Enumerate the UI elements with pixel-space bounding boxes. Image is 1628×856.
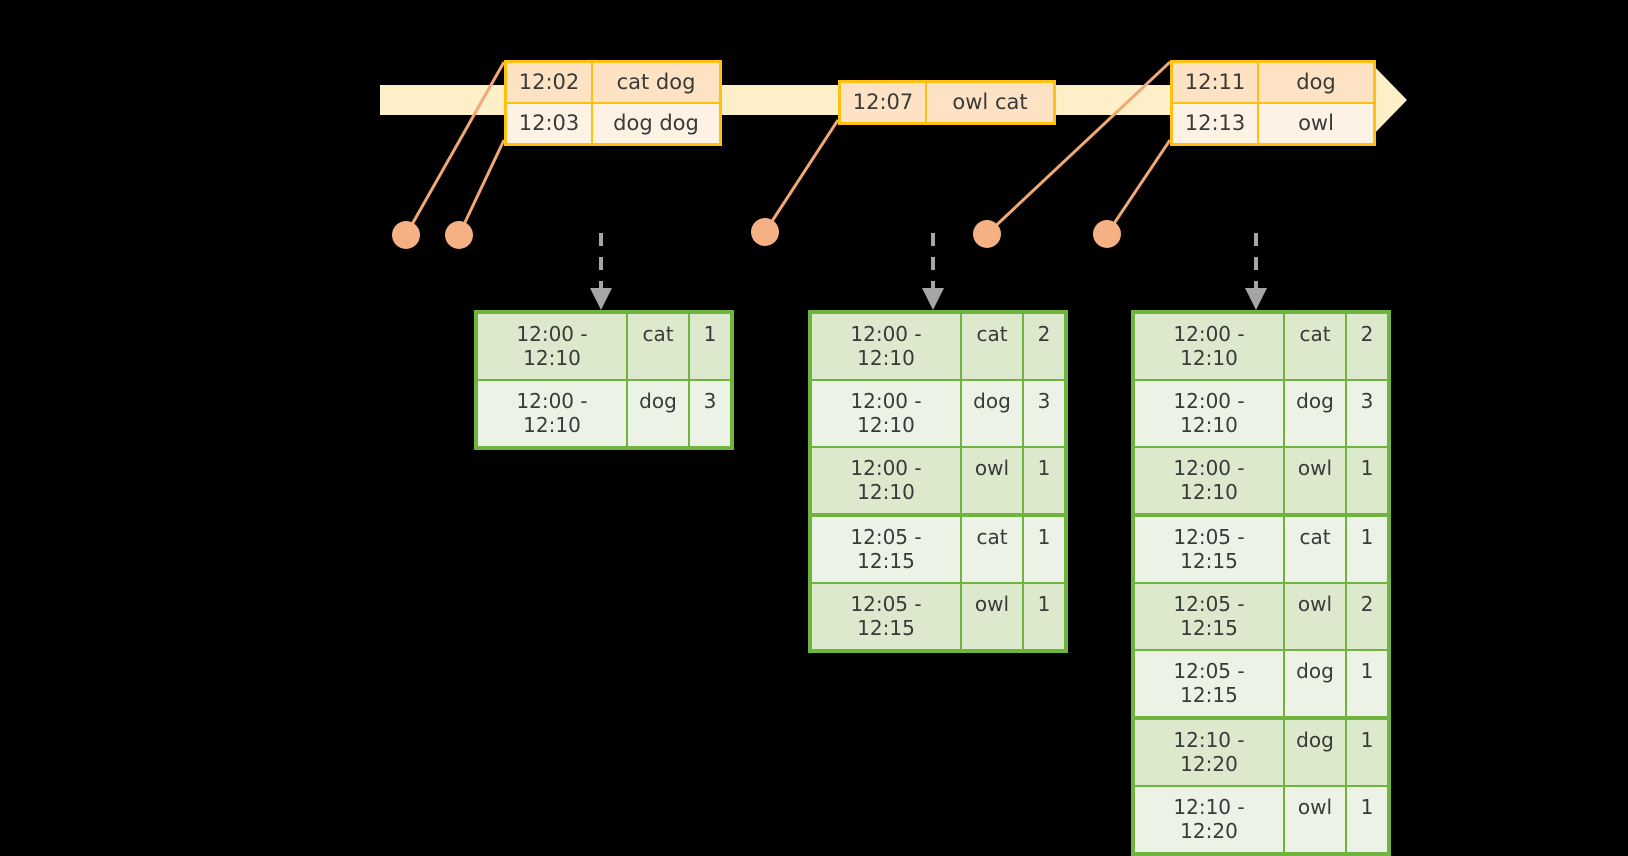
event-time: 12:03 — [507, 104, 591, 143]
connector-dot-1 — [392, 221, 420, 249]
emit-arrow-head-3 — [1245, 288, 1267, 310]
key-cell: dog — [1283, 720, 1345, 785]
window-cell: 12:00 - 12:10 — [1135, 381, 1283, 446]
event-words: cat dog — [591, 63, 719, 102]
event-time: 12:07 — [841, 83, 925, 122]
count-cell: 1 — [1022, 584, 1064, 649]
count-cell: 1 — [1022, 448, 1064, 513]
connector-dot-5 — [1093, 220, 1121, 248]
window-cell: 12:05 - 12:15 — [1135, 584, 1283, 649]
window-cell: 12:05 - 12:15 — [812, 584, 960, 649]
connector-line-3 — [763, 119, 840, 233]
connector-dot-4 — [973, 220, 1001, 248]
key-cell: owl — [1283, 787, 1345, 852]
count-cell: 1 — [1345, 651, 1387, 716]
connector-line-2 — [457, 139, 506, 236]
window-cell: 12:00 - 12:10 — [1135, 448, 1283, 513]
key-cell: owl — [1283, 584, 1345, 649]
emit-arrow-head-2 — [922, 288, 944, 310]
window-cell: 12:00 - 12:10 — [812, 381, 960, 446]
key-cell: dog — [1283, 381, 1345, 446]
count-cell: 1 — [1022, 517, 1064, 582]
window-cell: 12:00 - 12:10 — [478, 381, 626, 446]
key-cell: owl — [960, 584, 1022, 649]
window-cell: 12:00 - 12:10 — [812, 314, 960, 379]
count-cell: 1 — [1345, 448, 1387, 513]
window-cell: 12:00 - 12:10 — [1135, 314, 1283, 379]
window-cell: 12:05 - 12:15 — [1135, 651, 1283, 716]
emit-arrow-head-1 — [590, 288, 612, 310]
event-words: dog — [1257, 63, 1373, 102]
count-cell: 3 — [688, 381, 730, 446]
key-cell: cat — [960, 314, 1022, 379]
connector-line-1 — [404, 61, 506, 236]
window-cell: 12:00 - 12:10 — [812, 448, 960, 513]
event-words: dog dog — [591, 104, 719, 143]
window-cell: 12:10 - 12:20 — [1135, 720, 1283, 785]
count-cell: 1 — [1345, 787, 1387, 852]
key-cell: dog — [960, 381, 1022, 446]
window-cell: 12:05 - 12:15 — [812, 517, 960, 582]
key-cell: cat — [1283, 314, 1345, 379]
key-cell: cat — [960, 517, 1022, 582]
event-words: owl — [1257, 104, 1373, 143]
window-cell: 12:05 - 12:15 — [1135, 517, 1283, 582]
count-cell: 2 — [1022, 314, 1064, 379]
count-cell: 2 — [1345, 584, 1387, 649]
key-cell: cat — [1283, 517, 1345, 582]
key-cell: dog — [626, 381, 688, 446]
event-time: 12:13 — [1173, 104, 1257, 143]
connector-line-5 — [1105, 139, 1172, 235]
count-cell: 3 — [1345, 381, 1387, 446]
event-words: owl cat — [925, 83, 1053, 122]
connector-dot-3 — [751, 218, 779, 246]
key-cell: cat — [626, 314, 688, 379]
count-cell: 1 — [688, 314, 730, 379]
key-cell: dog — [1283, 651, 1345, 716]
count-cell: 1 — [1345, 720, 1387, 785]
count-cell: 2 — [1345, 314, 1387, 379]
count-cell: 3 — [1022, 381, 1064, 446]
event-time: 12:02 — [507, 63, 591, 102]
window-cell: 12:10 - 12:20 — [1135, 787, 1283, 852]
count-cell: 1 — [1345, 517, 1387, 582]
key-cell: owl — [1283, 448, 1345, 513]
connector-dot-2 — [445, 221, 473, 249]
window-cell: 12:00 - 12:10 — [478, 314, 626, 379]
event-time: 12:11 — [1173, 63, 1257, 102]
key-cell: owl — [960, 448, 1022, 513]
